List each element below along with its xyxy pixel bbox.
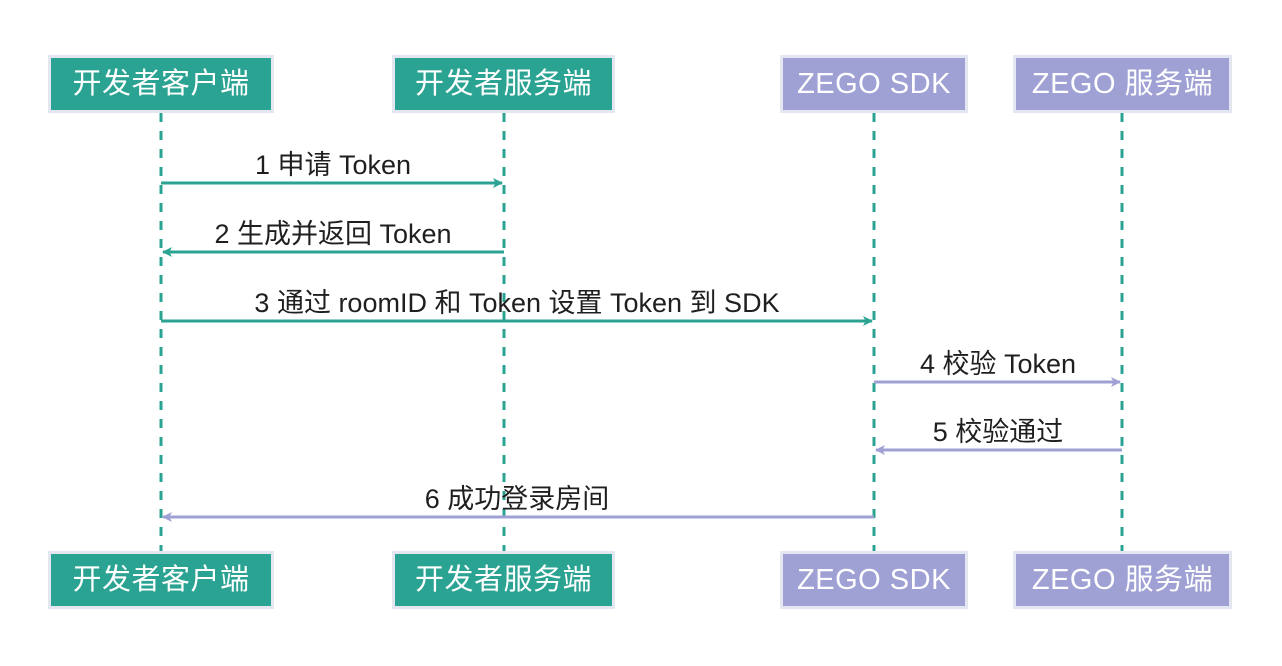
participant-zego-server-top: ZEGO 服务端 (1013, 55, 1232, 113)
participant-label: 开发者服务端 (414, 563, 592, 596)
participant-label: ZEGO 服务端 (1031, 67, 1214, 100)
lifelines-group (159, 113, 1124, 551)
participant-label: ZEGO SDK (797, 67, 951, 100)
message-label-6: 6 成功登录房间 (424, 484, 610, 514)
message-label-3: 3 通过 roomID 和 Token 设置 Token 到 SDK (254, 288, 780, 318)
message-label-2: 2 生成并返回 Token (214, 219, 452, 249)
participant-label: 开发者服务端 (414, 67, 592, 100)
message-label-5: 5 校验通过 (932, 417, 1064, 447)
participant-zego-sdk-bottom: ZEGO SDK (780, 551, 968, 609)
participant-label: 开发者客户端 (72, 67, 250, 100)
participant-label: ZEGO SDK (797, 563, 951, 596)
message-label-4: 4 校验 Token (919, 349, 1077, 379)
participant-zego-sdk-top: ZEGO SDK (780, 55, 968, 113)
participant-label: ZEGO 服务端 (1031, 563, 1214, 596)
message-label-1: 1 申请 Token (254, 150, 412, 180)
participant-dev-client-bottom: 开发者客户端 (48, 551, 274, 609)
participant-dev-server-bottom: 开发者服务端 (392, 551, 615, 609)
participant-dev-server-top: 开发者服务端 (392, 55, 615, 113)
participant-zego-server-bottom: ZEGO 服务端 (1013, 551, 1232, 609)
participant-label: 开发者客户端 (72, 563, 250, 596)
participant-dev-client-top: 开发者客户端 (48, 55, 274, 113)
message-arrows-group (161, 178, 1122, 522)
